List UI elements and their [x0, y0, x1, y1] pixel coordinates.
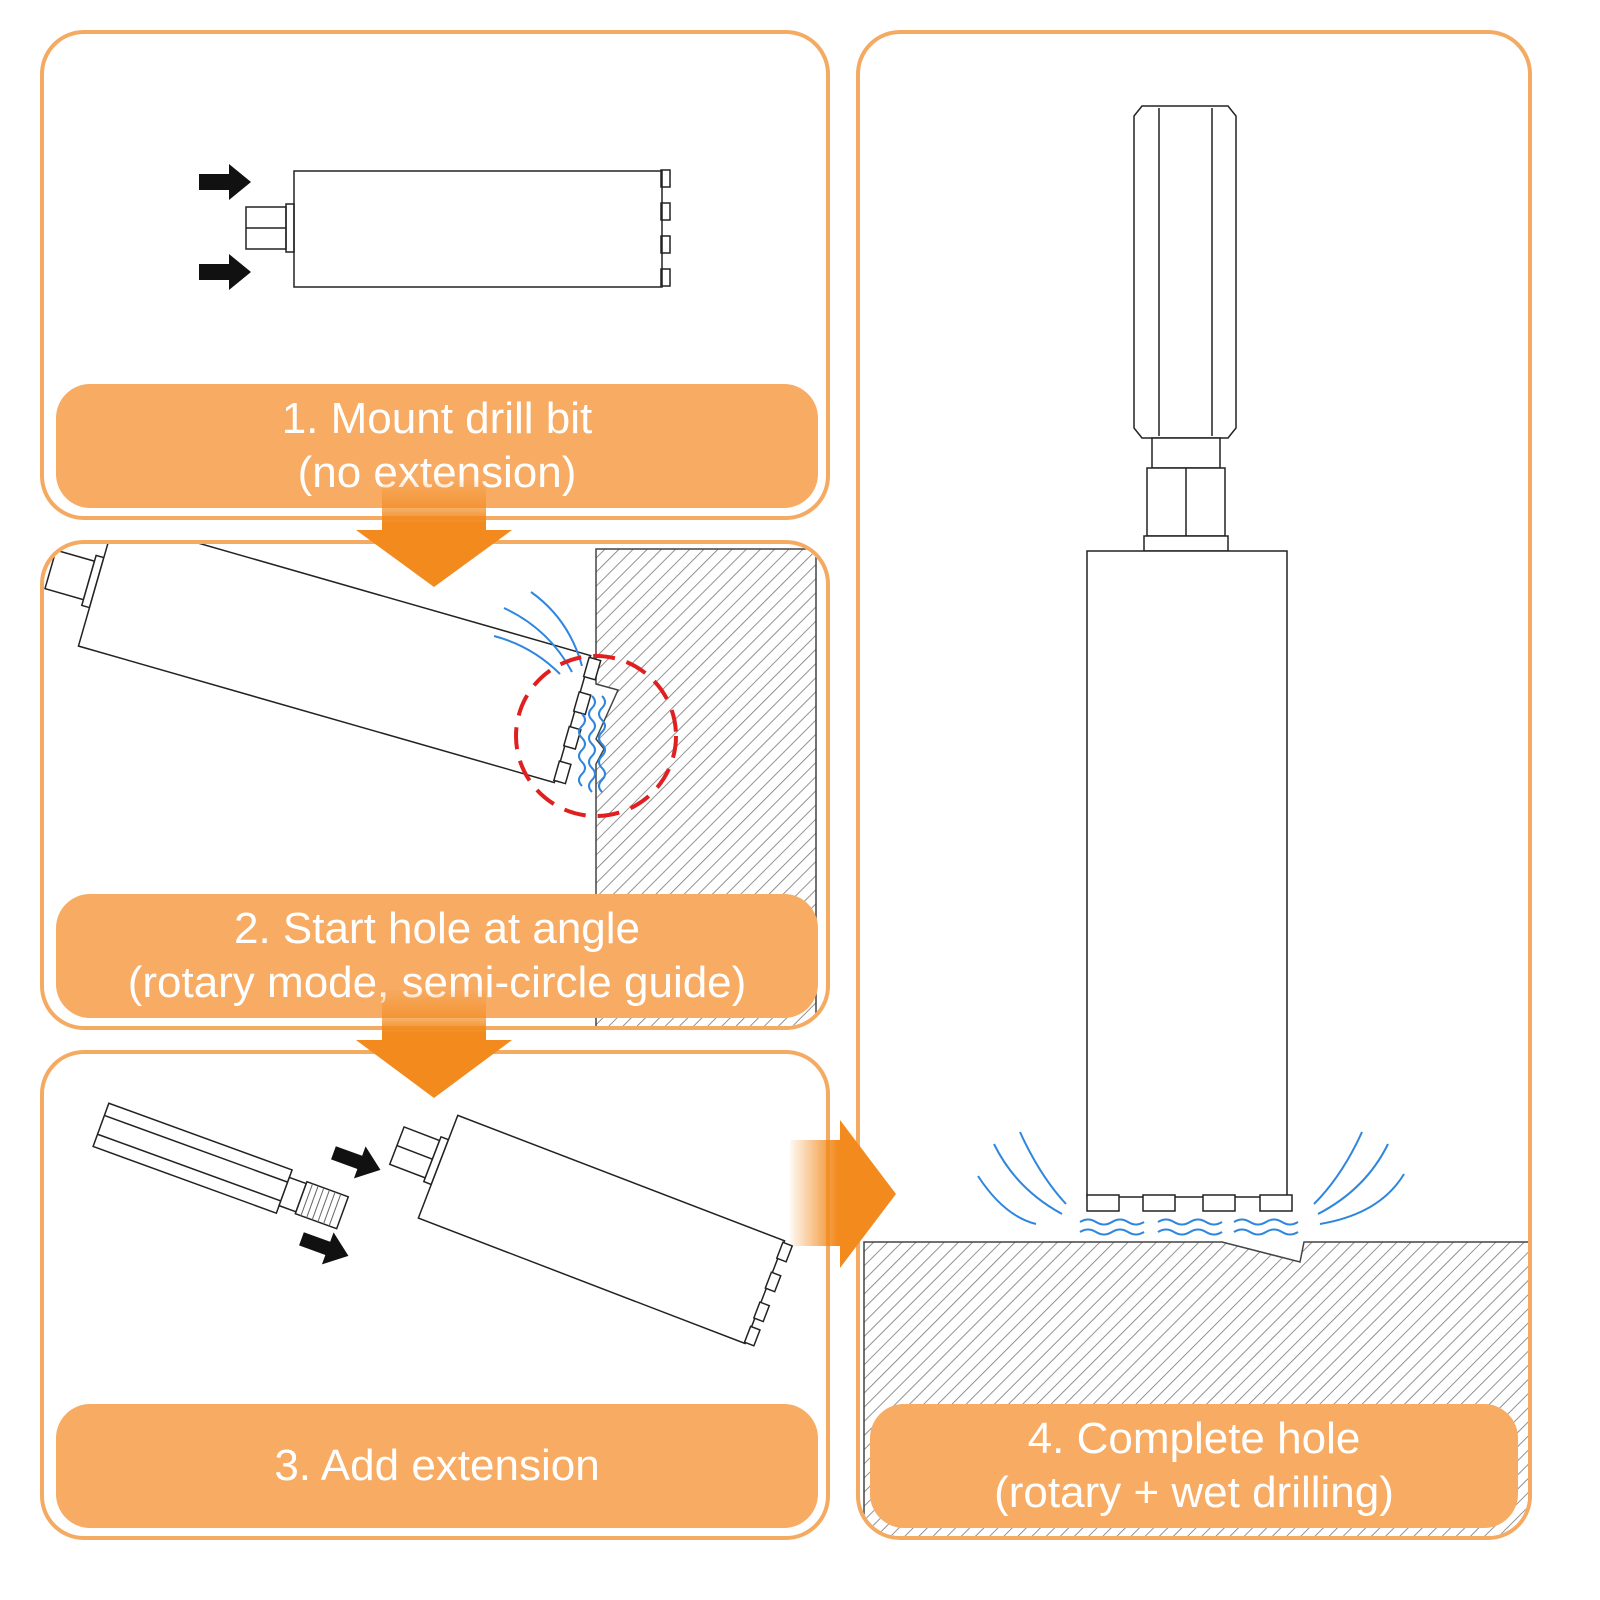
step-1-illustration: [199, 164, 671, 290]
guide-circle-icon: [514, 654, 678, 818]
push-arrow-icon: [299, 1232, 349, 1265]
step-1-title: 1. Mount drill bit: [281, 394, 593, 443]
water-splash-icon: [977, 1131, 1405, 1236]
drill-bit-angled: [388, 1114, 794, 1347]
extension-rod: [92, 1102, 350, 1230]
step-1-subtitle: (no extension): [297, 448, 577, 497]
push-arrow-icon: [199, 254, 251, 290]
drill-bit-angled: [44, 544, 602, 785]
step-4-caption: 4. Complete hole (rotary + wet drilling): [870, 1404, 1518, 1528]
drill-bit: [245, 169, 671, 288]
step-1-panel: 1. Mount drill bit (no extension): [40, 30, 830, 520]
step-4-illustration: [863, 105, 1528, 1536]
step-2-title: 2. Start hole at angle: [233, 904, 641, 953]
step-2-panel: 2. Start hole at angle (rotary mode, sem…: [40, 540, 830, 1030]
step-4-panel: 4. Complete hole (rotary + wet drilling): [856, 30, 1532, 1540]
step-3-illustration: [92, 1102, 794, 1347]
step-3-title: 3. Add extension: [274, 1441, 600, 1490]
step-3-panel: 3. Add extension: [40, 1050, 830, 1540]
push-arrow-icon: [199, 164, 251, 200]
extension-rod: [1133, 105, 1237, 552]
step-2-caption: 2. Start hole at angle (rotary mode, sem…: [56, 894, 818, 1018]
push-arrow-icon: [331, 1146, 381, 1179]
step-4-subtitle: (rotary + wet drilling): [994, 1468, 1394, 1517]
step-2-subtitle: (rotary mode, semi-circle guide): [127, 958, 747, 1007]
step-1-caption: 1. Mount drill bit (no extension): [56, 384, 818, 508]
step-4-title: 4. Complete hole: [1027, 1414, 1361, 1463]
drill-bit: [1086, 550, 1293, 1212]
step-3-caption: 3. Add extension: [56, 1404, 818, 1528]
